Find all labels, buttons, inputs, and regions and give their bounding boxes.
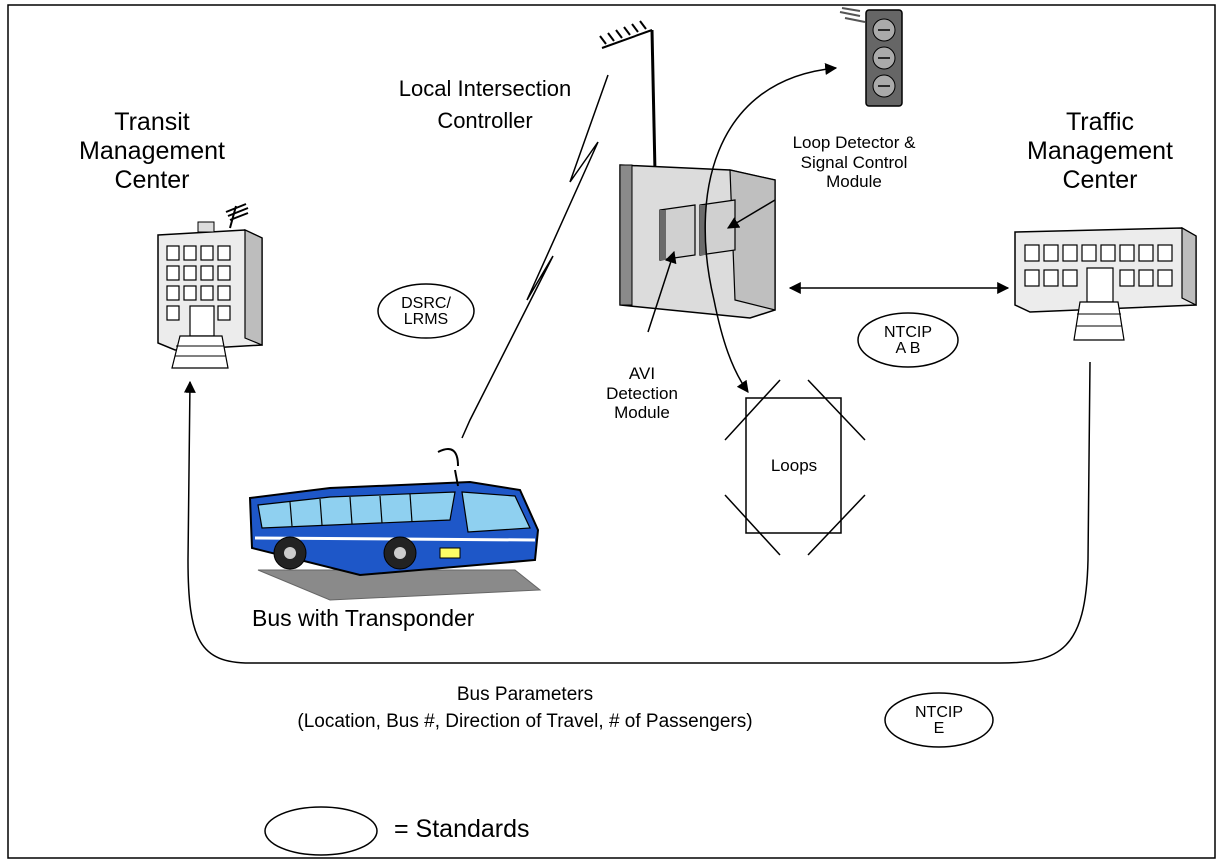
traffic-building-icon — [1014, 226, 1197, 341]
dsrc-oval — [377, 283, 475, 339]
loops-box — [724, 379, 866, 556]
wireless-link-zigzag — [461, 74, 609, 439]
bus-parameters-arrow — [183, 361, 1091, 664]
avi-pointer — [647, 250, 677, 333]
ntcip-e-oval — [884, 692, 994, 748]
traffic-signal-icon — [839, 7, 903, 107]
bus-icon — [248, 448, 542, 601]
ntcip-ab-oval — [857, 312, 959, 368]
legend-label: = Standards — [394, 815, 530, 843]
bus-label: Bus with Transponder — [252, 605, 475, 631]
dsrc-label: DSRC/LRMS — [401, 295, 451, 328]
loops-label: Loops — [770, 456, 818, 475]
legend-oval — [264, 806, 378, 856]
controller-cabinet-icon — [599, 20, 776, 319]
signal-loop-arrow — [704, 63, 838, 393]
diagram-frame — [7, 4, 1216, 859]
transit-building-icon — [157, 203, 263, 369]
bus-parameters-label: Bus Parameters(Location, Bus #, Directio… — [297, 684, 753, 732]
loop-detector-pointer — [726, 199, 776, 229]
